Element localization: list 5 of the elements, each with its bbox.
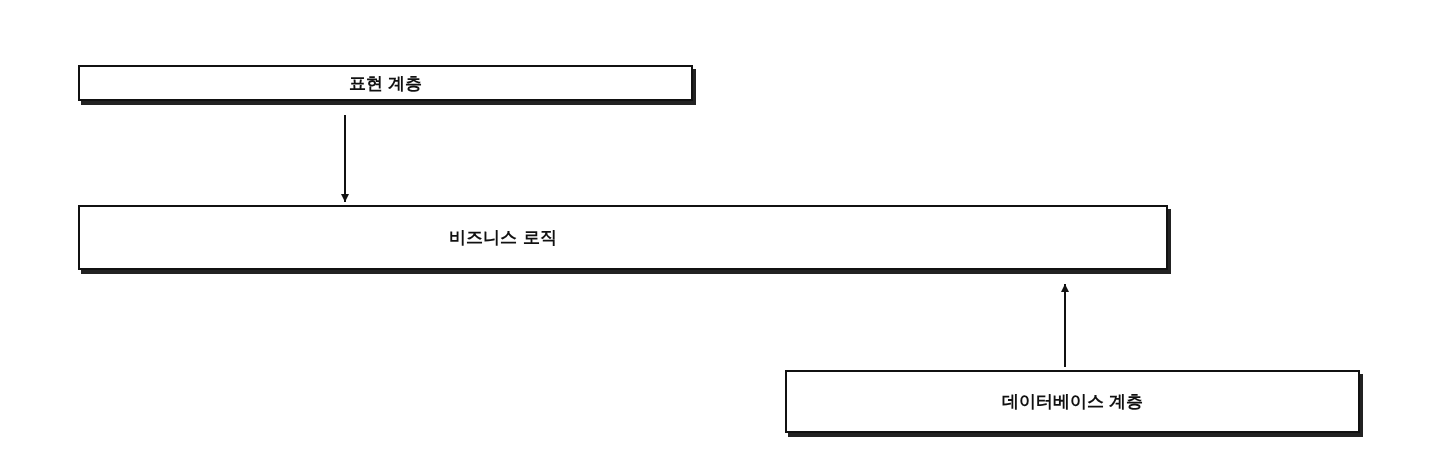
box-label: 표현 계층 [348, 71, 423, 95]
arrow [341, 114, 349, 203]
box-label: 비즈니스 로직 [449, 226, 557, 249]
box-label: 데이터베이스 계층 [1001, 390, 1144, 413]
arrow [1061, 283, 1069, 368]
